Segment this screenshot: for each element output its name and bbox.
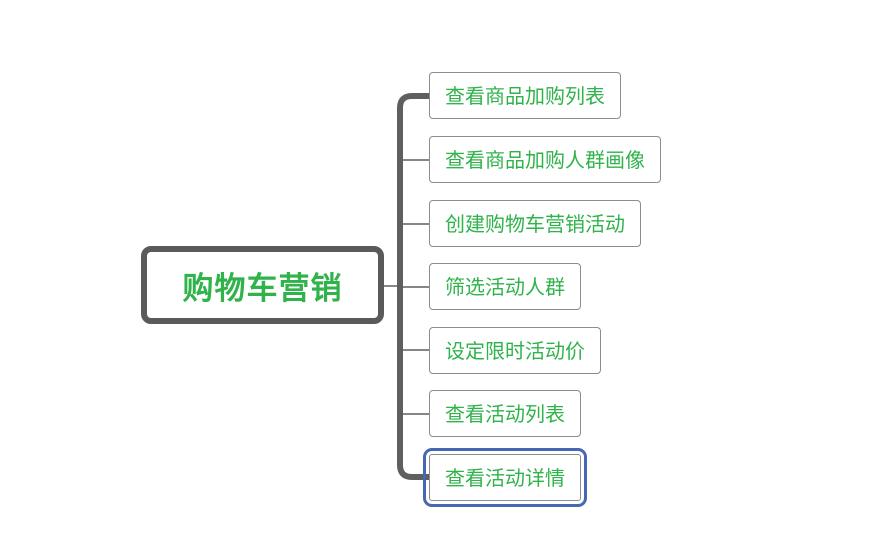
root-topic[interactable]: 购物车营销 bbox=[141, 246, 384, 324]
subtopic-label: 查看活动列表 bbox=[445, 401, 565, 426]
subtopic-view-cart-persona[interactable]: 查看商品加购人群画像 bbox=[429, 136, 661, 183]
root-topic-label: 购物车营销 bbox=[182, 270, 343, 307]
subtopic-create-cart-campaign[interactable]: 创建购物车营销活动 bbox=[429, 200, 641, 247]
subtopic-label: 查看活动详情 bbox=[445, 465, 565, 490]
subtopic-label: 查看商品加购列表 bbox=[445, 83, 605, 108]
subtopic-view-campaign-detail[interactable]: 查看活动详情 bbox=[423, 448, 587, 507]
subtopic-filter-audience[interactable]: 筛选活动人群 bbox=[429, 263, 581, 310]
subtopic-label: 查看商品加购人群画像 bbox=[445, 147, 645, 172]
subtopic-label: 设定限时活动价 bbox=[445, 338, 585, 363]
subtopic-label: 创建购物车营销活动 bbox=[445, 211, 625, 236]
subtopic-view-cart-list[interactable]: 查看商品加购列表 bbox=[429, 72, 621, 119]
subtopic-view-campaign-list[interactable]: 查看活动列表 bbox=[429, 390, 581, 437]
subtopic-set-limited-price[interactable]: 设定限时活动价 bbox=[429, 327, 601, 374]
subtopic-label: 筛选活动人群 bbox=[445, 274, 565, 299]
